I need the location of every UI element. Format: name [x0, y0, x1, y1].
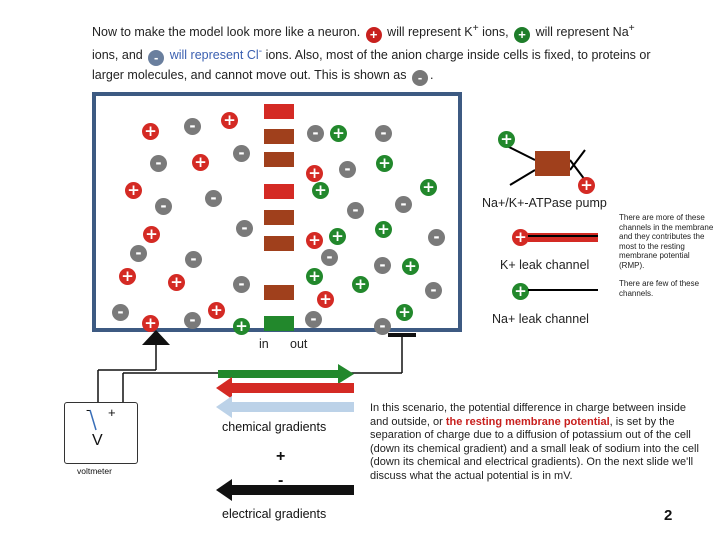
- k-leak-bar: [528, 233, 598, 242]
- fixed-anion-icon: -: [412, 70, 428, 87]
- out-label: out: [290, 337, 308, 351]
- page-number: 2: [664, 507, 673, 524]
- membrane-channel: [264, 104, 294, 119]
- anion: -: [395, 196, 412, 213]
- k-leak-ion: +: [512, 229, 529, 246]
- anion: -: [130, 245, 147, 262]
- membrane-channel: [264, 184, 294, 199]
- anion: -: [347, 202, 364, 219]
- pump-sodium-ion: +: [498, 131, 515, 148]
- sodium-ion: +: [376, 155, 393, 172]
- voltmeter: [64, 402, 138, 464]
- intro-part2: Also, most of the anion charge inside ce…: [92, 48, 651, 83]
- anion: -: [305, 311, 322, 328]
- anion: -: [321, 249, 338, 266]
- potassium-ion: +: [192, 154, 209, 171]
- potassium-ion: +: [208, 302, 225, 319]
- anion: -: [112, 304, 129, 321]
- sodium-ion: +: [306, 268, 323, 285]
- na-leak-ion: +: [512, 283, 529, 300]
- voltmeter-label: voltmeter: [77, 466, 112, 476]
- k-leak-label: K+ leak channel: [500, 258, 590, 272]
- intro-end: .: [430, 68, 434, 83]
- k-leak-line: [528, 235, 598, 237]
- chloride-ion-icon: -: [148, 50, 165, 67]
- electrical-plus: +: [276, 448, 286, 465]
- membrane-channel: [264, 236, 294, 251]
- pump-potassium-ion: +: [578, 177, 595, 194]
- anion: -: [184, 118, 201, 135]
- anion: -: [425, 282, 442, 299]
- anion: -: [428, 229, 445, 246]
- membrane-channel: [264, 152, 294, 167]
- anion: -: [339, 161, 356, 178]
- anion: -: [374, 318, 391, 335]
- sodium-ion: +: [396, 304, 413, 321]
- potassium-ion: +: [306, 232, 323, 249]
- anion: -: [233, 145, 250, 162]
- membrane-channel: [264, 210, 294, 225]
- anion: -: [184, 312, 201, 329]
- potassium-ion: +: [306, 165, 323, 182]
- potassium-ion-icon: +: [365, 27, 382, 44]
- potassium-ion: +: [142, 315, 159, 332]
- sodium-ion: +: [352, 276, 369, 293]
- anion: -: [205, 190, 222, 207]
- voltmeter-minus: -: [86, 402, 91, 417]
- membrane-channel: [264, 285, 294, 300]
- sodium-ion: +: [375, 221, 392, 238]
- voltmeter-v: V: [92, 432, 103, 449]
- pump-label: Na+/K+-ATPase pump: [482, 196, 607, 210]
- sodium-ion: +: [402, 258, 419, 275]
- intro-na: will represent Na+ ions, and: [92, 23, 635, 63]
- membrane-channel: [264, 316, 294, 331]
- anion: -: [307, 125, 324, 142]
- electrical-gradients-label: electrical gradients: [222, 507, 327, 521]
- anion: -: [374, 257, 391, 274]
- na-leak-note: There are few of these channels.: [619, 279, 700, 298]
- in-label: in: [259, 337, 269, 351]
- potassium-ion: +: [221, 112, 238, 129]
- potassium-ion: +: [125, 182, 142, 199]
- gradient-arrows: [216, 364, 354, 501]
- anion: -: [375, 125, 392, 142]
- sodium-ion: +: [329, 228, 346, 245]
- intro-k: will represent K+ ions,: [387, 23, 509, 40]
- membrane-channel: [264, 129, 294, 144]
- intro-part1: Now to make the model look more like a n…: [92, 25, 361, 40]
- voltmeter-plus: +: [108, 405, 116, 420]
- k-leak-note: There are more of these channels in the …: [619, 213, 714, 270]
- anion: -: [155, 198, 172, 215]
- potassium-ion: +: [142, 123, 159, 140]
- potassium-ion: +: [317, 291, 334, 308]
- sodium-ion-icon: +: [514, 27, 531, 44]
- explanation-paragraph: In this scenario, the potential differen…: [370, 402, 699, 482]
- potassium-ion: +: [143, 226, 160, 243]
- voltmeter-needle-icon: [89, 409, 97, 431]
- anion: -: [185, 251, 202, 268]
- sodium-ion: +: [330, 125, 347, 142]
- anion: -: [233, 276, 250, 293]
- intro-text: Now to make the model look more like a n…: [92, 20, 652, 87]
- sodium-ion: +: [420, 179, 437, 196]
- sodium-ion: +: [233, 318, 250, 335]
- anion: -: [150, 155, 167, 172]
- sodium-ion: +: [312, 182, 329, 199]
- potassium-ion: +: [168, 274, 185, 291]
- chemical-gradients-label: chemical gradients: [222, 420, 327, 434]
- electrical-minus: -: [278, 472, 284, 489]
- intro-cl: will represent Cl- ions.: [169, 46, 292, 63]
- anion: -: [236, 220, 253, 237]
- potassium-ion: +: [119, 268, 136, 285]
- na-leak-line: [528, 289, 598, 291]
- na-leak-label: Na+ leak channel: [492, 312, 589, 326]
